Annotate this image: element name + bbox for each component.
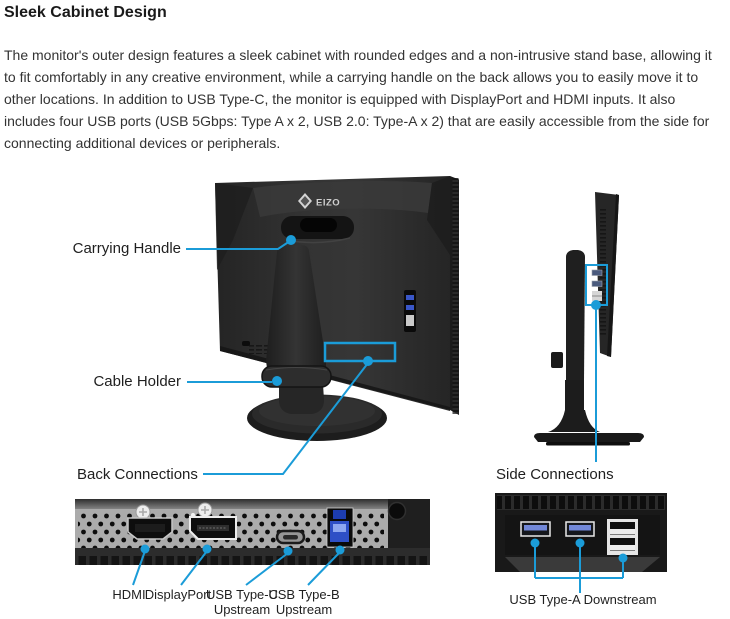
back-connections-highlight-box <box>323 341 397 363</box>
description-paragraph: The monitor's outer design features a sl… <box>4 47 712 151</box>
cable-holder-label: Cable Holder <box>93 373 181 390</box>
carrying-handle-line <box>186 240 291 250</box>
usb-c-sublabel: Upstream <box>213 602 271 617</box>
hdmi-port-icon <box>127 517 173 540</box>
monitor-stand <box>247 245 387 441</box>
monitor-side-view <box>534 192 644 446</box>
lock-slot <box>242 341 250 346</box>
back-connections-panel <box>75 499 430 586</box>
side-connections-panel <box>495 493 667 593</box>
back-port-dots <box>140 544 345 556</box>
side-connections-label: Side Connections <box>496 466 614 483</box>
callout-lines <box>186 240 597 475</box>
callout-dots <box>272 235 601 386</box>
screw-icon <box>135 502 213 520</box>
cable-holder-side <box>551 352 563 368</box>
back-port-lines <box>132 550 341 586</box>
usb-a-double-port-icon <box>607 519 638 555</box>
displayport-port-icon <box>189 516 237 540</box>
side-ports-edge <box>404 290 416 332</box>
back-connections-line <box>203 362 369 475</box>
usb-b-port-icon <box>326 507 354 548</box>
usb-b-sublabel: Upstream <box>275 602 333 617</box>
usb-a-downstream-label: USB Type-A Downstream <box>509 592 657 607</box>
page-title: Sleek Cabinet Design <box>4 4 167 21</box>
usb-b-label: USB Type-B <box>268 587 340 602</box>
monitor-back-view: EIZO <box>215 176 459 441</box>
side-ports <box>591 269 603 301</box>
usb-c-port-icon <box>275 529 306 545</box>
svg-text:EIZO: EIZO <box>316 198 340 209</box>
eizo-logo-icon: EIZO <box>298 193 340 209</box>
back-connections-label: Back Connections <box>77 466 198 483</box>
side-port-bracket <box>534 545 624 593</box>
hdmi-label: HDMI <box>112 587 146 602</box>
usb-c-label: USB Type-C <box>205 587 278 602</box>
carrying-handle-label: Carrying Handle <box>72 240 181 257</box>
side-port-dots <box>530 538 628 563</box>
carrying-handle <box>281 216 354 244</box>
displayport-label: DisplayPort <box>144 587 212 602</box>
usb-a-port-icon <box>520 521 595 537</box>
